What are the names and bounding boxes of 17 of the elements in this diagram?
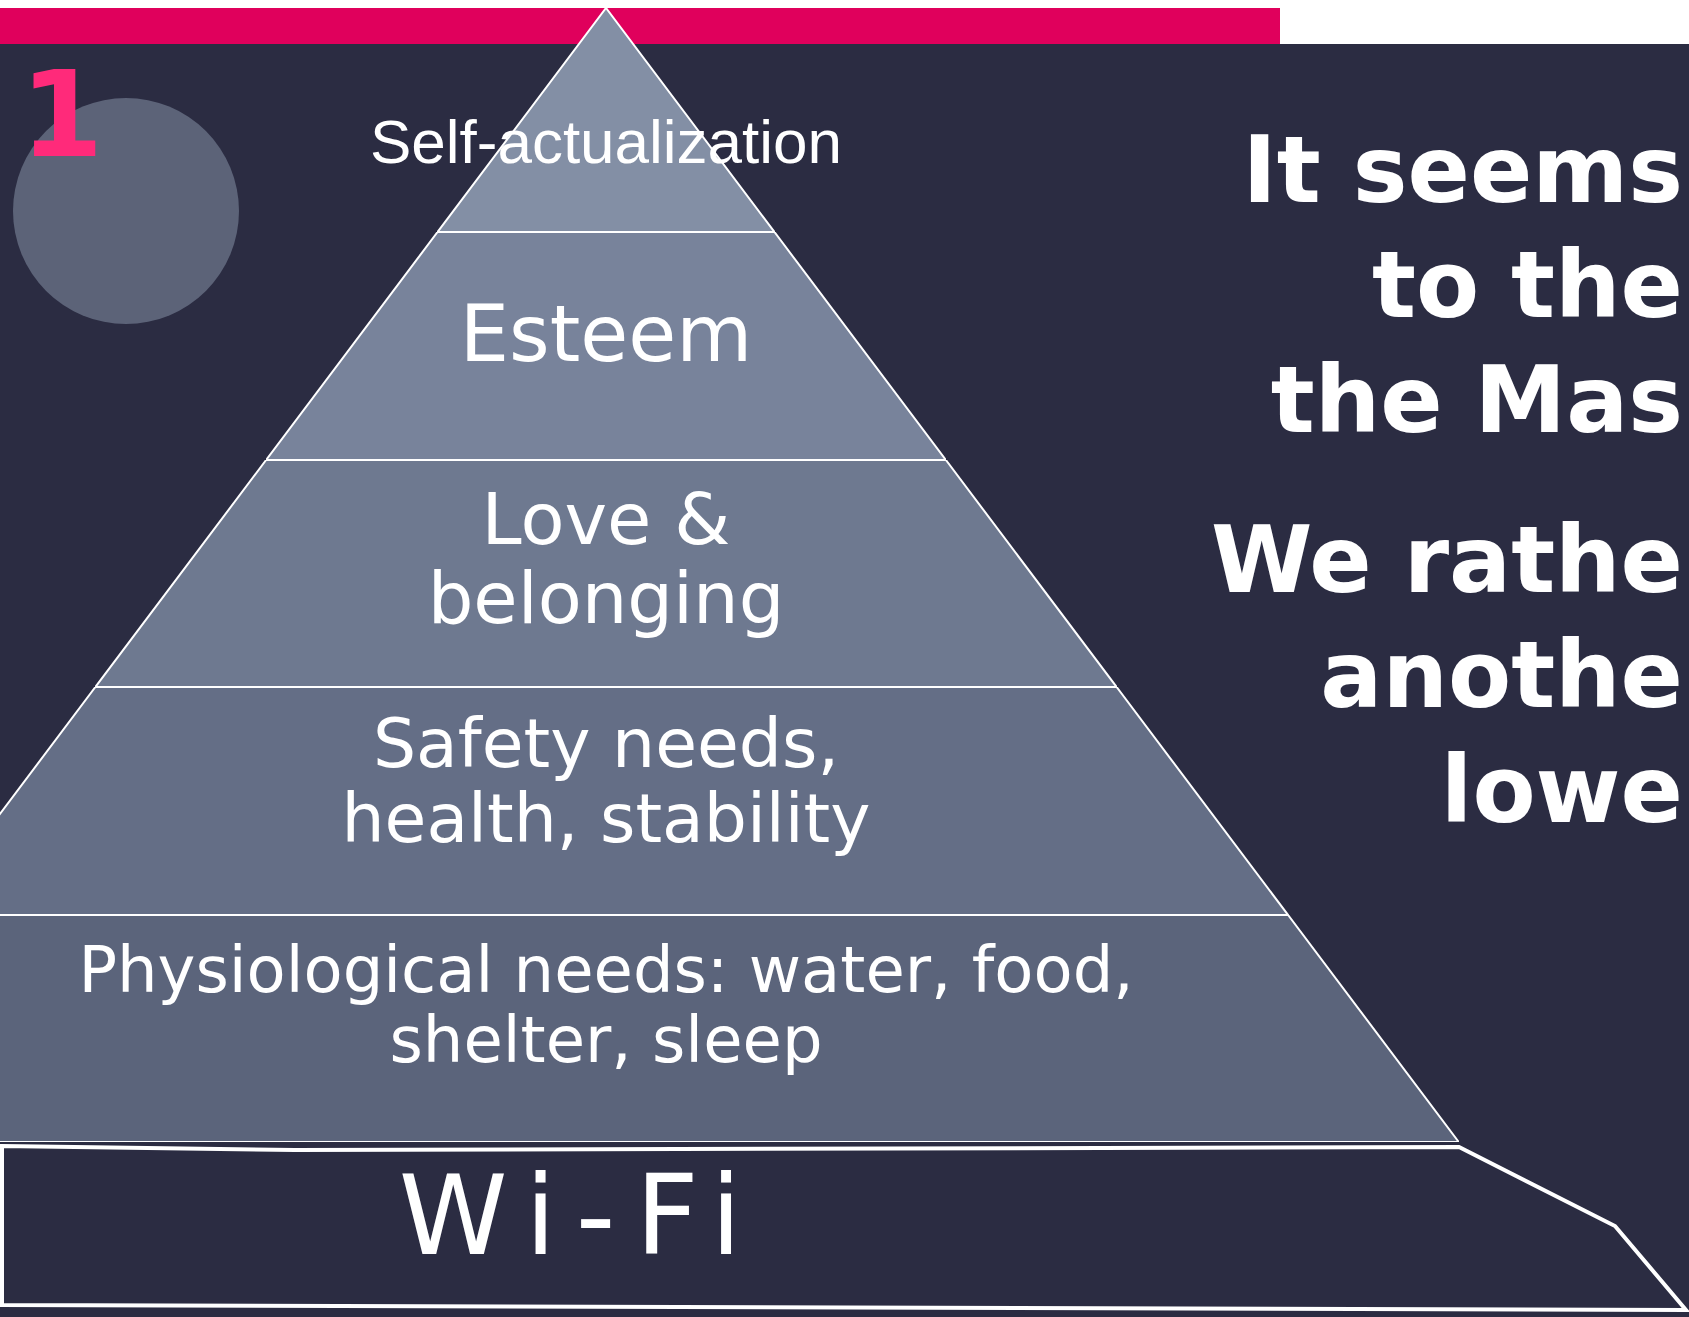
level-label: Love & belonging [426, 480, 786, 639]
heading-text: to the [1371, 240, 1683, 332]
handwritten-label: Wi-Fi [397, 1156, 763, 1277]
level-label: Safety needs, health, stability [340, 707, 872, 857]
heading-text: anothe [1320, 630, 1683, 722]
hand-drawn-base [0, 1144, 1689, 1314]
heading-text: the Mas [1270, 355, 1683, 447]
slide-number: 1 [20, 55, 104, 175]
level-label: Esteem [458, 292, 754, 378]
pyramid-level [266, 232, 946, 460]
heading-text: lowe [1440, 745, 1683, 837]
heading-text: We rathe [1211, 515, 1683, 607]
pyramid-level [0, 687, 1289, 915]
heading-text: It seems [1242, 125, 1683, 217]
pyramid-level [0, 915, 1459, 1142]
level-label: Physiological needs: water, food, shelter, sleep [77, 935, 1135, 1076]
pyramid-level [95, 460, 1117, 687]
